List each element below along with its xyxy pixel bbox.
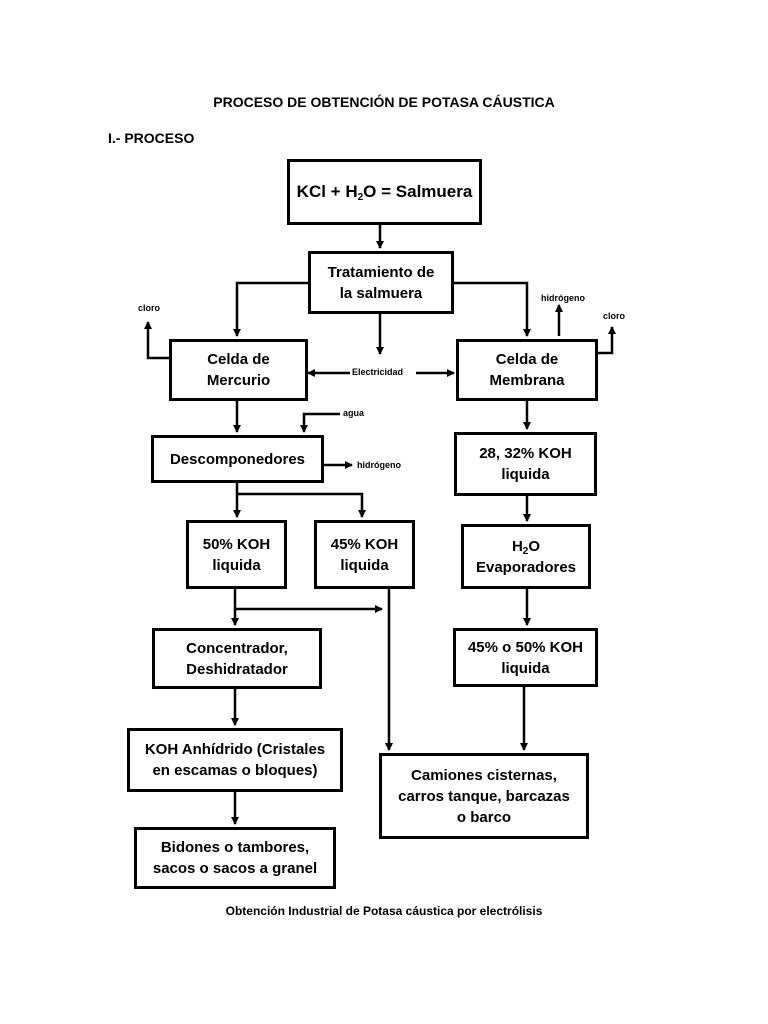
label-cloro-right: cloro bbox=[603, 311, 626, 321]
arrow-tratamiento-membrana bbox=[452, 281, 531, 337]
page-title: PROCESO DE OBTENCIÓN DE POTASA CÁUSTICA bbox=[213, 94, 555, 110]
node-camiones: Camiones cisternas,carros tanque, barcaz… bbox=[379, 753, 589, 839]
node-descomponedores: Descomponedores bbox=[151, 435, 324, 483]
label-hidrogeno-top: hidrógeno bbox=[541, 293, 585, 303]
label-electricidad: Electricidad bbox=[352, 367, 404, 377]
arrow-cloro-right bbox=[598, 326, 616, 355]
node-evaporadores: H2O Evaporadores bbox=[461, 524, 591, 589]
section-heading: I.- PROCESO bbox=[108, 130, 195, 146]
label-cloro-left: cloro bbox=[138, 303, 161, 313]
arrow-cloro-left bbox=[144, 321, 169, 360]
node-concentrador: Concentrador,Deshidratador bbox=[152, 628, 322, 689]
arrow-descomponedores-koh45 bbox=[237, 492, 366, 518]
arrow-tratamiento-mercurio bbox=[233, 281, 308, 337]
figure-caption: Obtención Industrial de Potasa cáustica … bbox=[225, 904, 543, 918]
node-bidones: Bidones o tambores,sacos o sacos a grane… bbox=[134, 827, 336, 889]
arrow-agua bbox=[300, 412, 340, 433]
node-salmuera: KCl + H2O = Salmuera bbox=[287, 159, 482, 225]
label-agua: agua bbox=[343, 408, 365, 418]
label-hidrogeno-descomponedores: hidrógeno bbox=[357, 460, 401, 470]
